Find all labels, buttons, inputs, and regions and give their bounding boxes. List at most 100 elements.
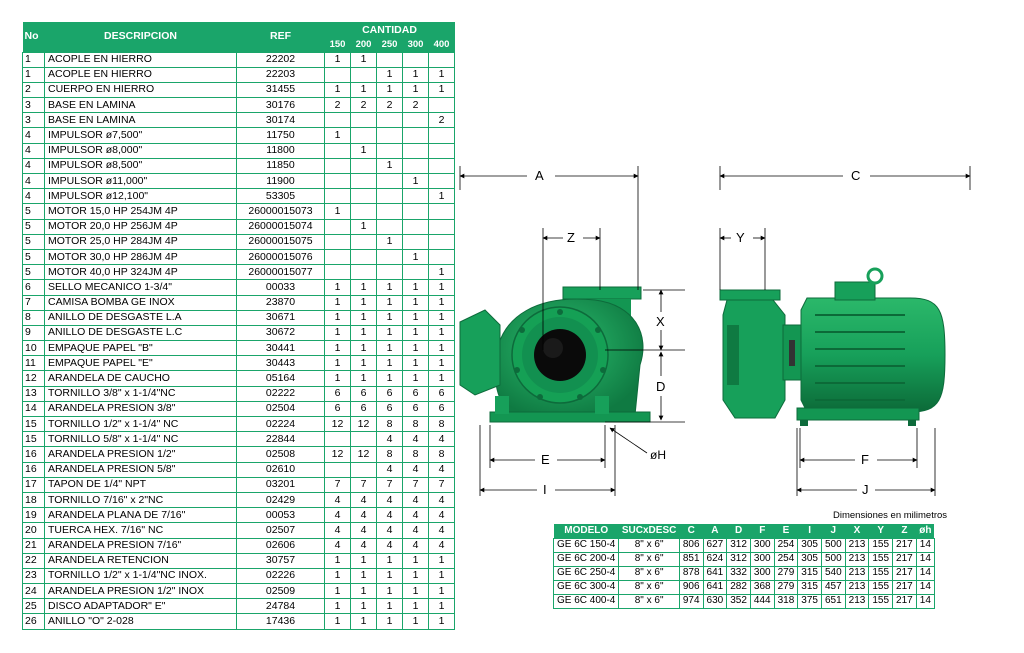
part-description: MOTOR 20,0 HP 256JM 4P [44, 218, 237, 235]
part-no: 5 [22, 233, 45, 250]
part-qty [376, 112, 403, 129]
part-qty [350, 461, 377, 478]
part-qty [324, 66, 351, 83]
part-no: 16 [22, 461, 45, 478]
dim-header-cell: I [797, 524, 822, 538]
dim-cell: 217 [892, 593, 917, 609]
part-ref: 31455 [236, 81, 325, 99]
part-qty [324, 188, 351, 205]
part-ref: 26000015073 [236, 203, 325, 220]
part-qty: 1 [350, 598, 377, 615]
part-qty: 1 [376, 370, 403, 387]
part-qty: 4 [324, 537, 351, 554]
part-qty [402, 127, 429, 144]
part-qty: 6 [402, 400, 429, 418]
part-qty [376, 248, 403, 266]
dim-header-cell: F [750, 524, 775, 538]
dim-cell: 651 [820, 593, 846, 609]
pump-front-view [459, 286, 651, 423]
part-description: IMPULSOR ø11,000" [44, 172, 237, 190]
part-description: BASE EN LAMINA [44, 112, 237, 129]
part-qty [428, 127, 455, 144]
part-no: 15 [22, 431, 45, 448]
part-ref: 02509 [236, 583, 325, 600]
part-qty: 6 [428, 400, 455, 418]
part-qty: 1 [324, 203, 351, 220]
part-description: ARANDELA PRESION 7/16" [44, 537, 237, 554]
part-qty: 1 [324, 324, 351, 342]
part-qty: 1 [376, 598, 403, 615]
dim-cell: 305 [797, 551, 822, 567]
header-ref: REF [236, 22, 325, 52]
part-no: 7 [22, 294, 45, 311]
part-qty: 1 [324, 552, 351, 569]
part-qty: 4 [402, 431, 429, 448]
dim-cell: 14 [915, 579, 935, 595]
part-qty: 4 [428, 431, 455, 448]
part-description: ARANDELA PRESION 3/8" [44, 400, 237, 418]
part-no: 10 [22, 340, 45, 357]
part-ref: 53305 [236, 188, 325, 205]
part-qty: 6 [350, 400, 377, 418]
part-no: 26 [22, 613, 45, 630]
part-qty: 7 [350, 476, 377, 493]
part-qty: 4 [350, 537, 377, 554]
part-qty: 1 [402, 567, 429, 585]
part-description: TORNILLO 5/8" x 1-1/4" NC [44, 431, 237, 448]
part-qty: 1 [376, 552, 403, 569]
dim-cell: 213 [844, 551, 870, 567]
part-no: 4 [22, 127, 45, 144]
part-qty: 1 [402, 613, 429, 630]
dim-cell: 155 [868, 593, 894, 609]
part-no: 17 [22, 476, 45, 493]
part-ref: 11750 [236, 127, 325, 144]
part-no: 21 [22, 537, 45, 554]
part-qty: 1 [350, 583, 377, 600]
dim-label-c: C [851, 168, 860, 183]
dim-cell: 8" x 6" [618, 537, 680, 553]
dim-header-cell: X [845, 524, 869, 538]
part-qty [402, 112, 429, 129]
part-qty [350, 203, 377, 220]
part-qty: 1 [376, 583, 403, 600]
part-ref: 26000015074 [236, 218, 325, 235]
part-ref: 00053 [236, 507, 325, 524]
part-ref: 02507 [236, 522, 325, 539]
part-ref: 03201 [236, 476, 325, 493]
part-qty: 1 [376, 294, 403, 311]
pump-drawing-svg: A C Z Y X D øH E I F J [459, 166, 971, 497]
dim-cell: 457 [820, 579, 846, 595]
part-no: 6 [22, 279, 45, 296]
part-qty [428, 203, 455, 220]
part-qty: 4 [428, 507, 455, 524]
dim-cell: 217 [892, 537, 917, 553]
header-qty-400: 400 [428, 38, 455, 52]
part-qty [402, 233, 429, 250]
part-qty: 1 [402, 66, 429, 83]
part-qty [376, 142, 403, 159]
part-qty: 1 [376, 81, 403, 99]
dim-label-x: X [656, 314, 665, 329]
dim-cell: 851 [678, 551, 704, 567]
part-qty [428, 218, 455, 235]
part-qty [324, 157, 351, 175]
part-description: ANILLO "O" 2-028 [44, 613, 237, 630]
dim-cell: 627 [702, 537, 728, 553]
part-no: 22 [22, 552, 45, 569]
part-ref: 23870 [236, 294, 325, 311]
part-qty [350, 127, 377, 144]
part-no: 3 [22, 97, 45, 114]
part-qty: 1 [350, 567, 377, 585]
part-no: 9 [22, 324, 45, 342]
part-qty: 4 [376, 491, 403, 509]
part-qty: 4 [376, 431, 403, 448]
dim-model: GE 6C 400-4 [552, 593, 620, 609]
